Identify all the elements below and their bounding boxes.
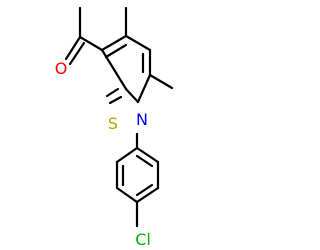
atom-label-chlorine: Cl	[135, 230, 151, 249]
phenyl-inner-bond-b	[135, 183, 154, 197]
thione-double-bond-a	[105, 87, 120, 98]
phenyl-bond-1	[135, 146, 160, 164]
phenyl-bond-3	[135, 186, 160, 204]
molecule-diagram: O S N Cl	[55, 6, 174, 249]
atom-label-sulfur: S	[108, 114, 118, 133]
labels-layer: O S N Cl	[55, 59, 151, 249]
ring-c3-c4-bond-a	[100, 34, 128, 52]
phenyl-inner-bond-a	[135, 154, 154, 168]
bonds-layer	[64, 6, 174, 228]
ring-n-c2-bond	[124, 87, 140, 104]
atom-label-oxygen: O	[55, 59, 68, 78]
carbonyl-double-bond-b	[68, 41, 86, 66]
c6-methyl-bond	[148, 73, 174, 90]
ring-c2-c3-bond	[100, 48, 128, 91]
ring-c6-n-bond	[136, 73, 152, 104]
phenyl-bond-4	[115, 186, 139, 204]
carbonyl-double-bond-a	[64, 35, 82, 61]
ring-c4-c5-bond	[124, 34, 152, 52]
ring-c3-c4-bond-b	[104, 43, 128, 59]
phenyl-bond-6	[115, 146, 139, 164]
atom-label-nitrogen: N	[136, 110, 148, 129]
thione-double-bond-b	[108, 95, 123, 105]
acetyl-c3-bond	[78, 35, 104, 52]
